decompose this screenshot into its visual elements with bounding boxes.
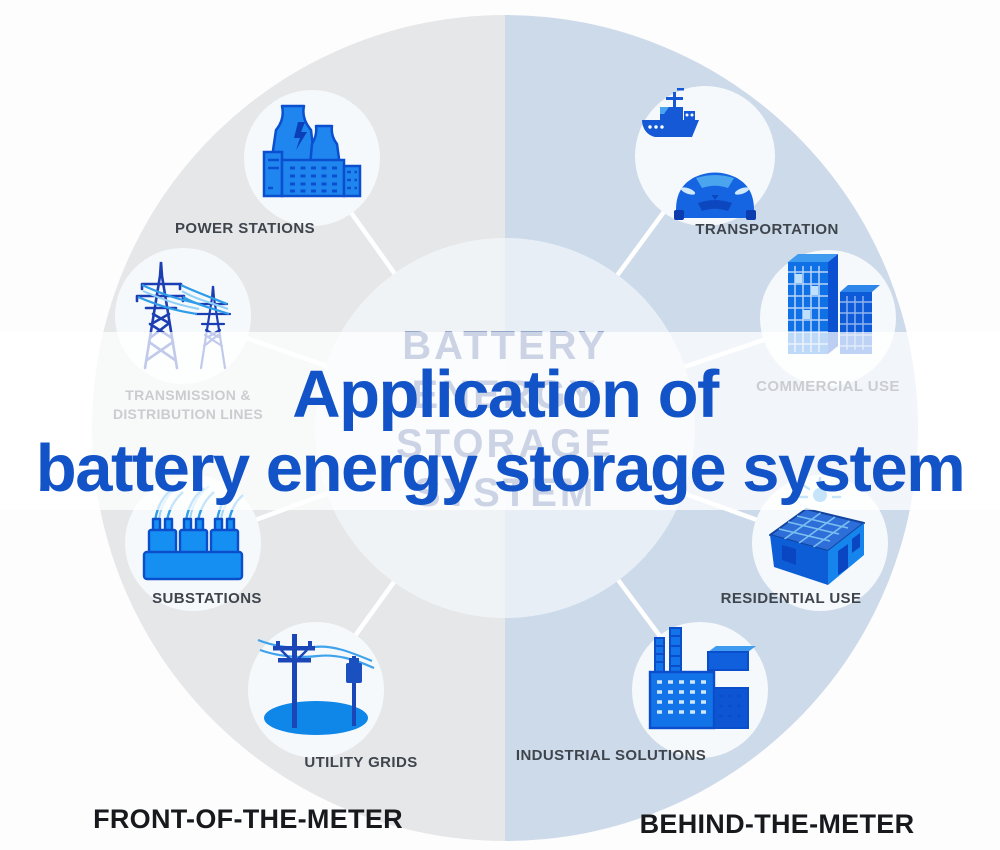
- substation-transformer-icon: [142, 485, 244, 581]
- factory-icon: [648, 627, 756, 730]
- utility-pole-icon: [257, 634, 375, 735]
- electric-car-icon: [674, 172, 756, 220]
- label-industrial-solutions: INDUSTRIAL SOLUTIONS: [516, 747, 706, 764]
- ship-and-car-icon: [642, 88, 756, 220]
- footer-behind-the-meter: BEHIND-THE-METER: [640, 809, 915, 839]
- footer-front-of-the-meter: FRONT-OF-THE-METER: [93, 804, 403, 834]
- label-utility-grids: UTILITY GRIDS: [304, 754, 417, 771]
- headline-overlay-band: [0, 332, 1000, 510]
- headline-line-1: Application of: [292, 357, 720, 432]
- label-substations: SUBSTATIONS: [152, 590, 262, 607]
- label-residential-use: RESIDENTIAL USE: [721, 590, 862, 607]
- label-transportation: TRANSPORTATION: [695, 221, 838, 238]
- label-power-stations: POWER STATIONS: [175, 220, 315, 237]
- headline-line-2: battery energy storage system: [36, 431, 964, 506]
- power-plant-icon: [262, 104, 362, 198]
- ship-icon: [642, 88, 699, 137]
- transmission-towers-icon: [135, 261, 232, 370]
